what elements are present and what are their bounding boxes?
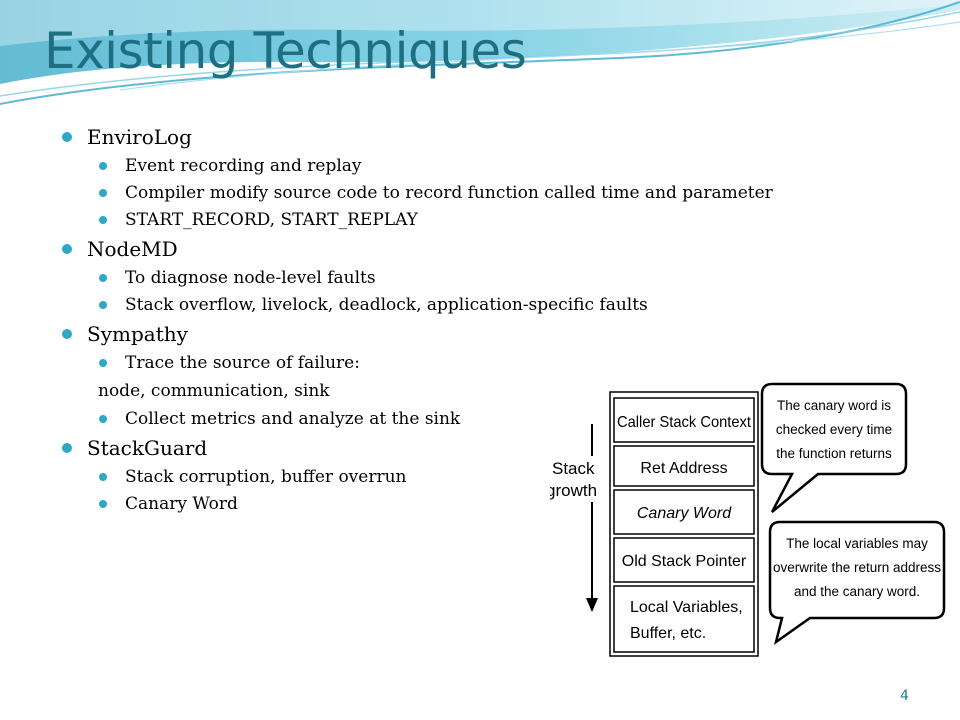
box-buffer: Buffer, etc. [630, 625, 706, 642]
sub-bullet: To diagnose node-level faults [99, 265, 842, 292]
bullet-list: EnviroLog Event recording and replay Com… [62, 122, 842, 518]
callout2-line2: overwrite the return address [773, 560, 941, 575]
callout-local-variables [768, 520, 946, 645]
callout1-line3: the function returns [776, 446, 892, 461]
callout2-line3: and the canary word. [794, 584, 920, 599]
bullet-stackguard: StackGuard [62, 433, 842, 464]
bullet-sympathy: Sympathy [62, 319, 842, 350]
sub-bullet: Compiler modify source code to record fu… [99, 180, 842, 207]
page-number: 4 [900, 688, 909, 704]
callout1-line1: The canary word is [777, 398, 891, 413]
stack-label: Stack [552, 459, 595, 478]
sub-bullet: Collect metrics and analyze at the sink [99, 406, 842, 433]
sub-bullet: Stack corruption, buffer overrun [99, 464, 842, 491]
slide-title: Existing Techniques [44, 22, 527, 80]
box-ret-address: Ret Address [640, 460, 727, 477]
callout2-line1: The local variables may [786, 536, 928, 551]
sub-bullet-continuation: node, communication, sink [98, 381, 330, 401]
sub-bullet: Canary Word [99, 491, 842, 518]
box-canary-word: Canary Word [637, 505, 732, 522]
bullet-envirolog: EnviroLog [62, 122, 842, 153]
growth-label: growth [550, 481, 597, 500]
header-wave-decoration [0, 0, 960, 105]
box-caller-stack-context: Caller Stack Context [617, 414, 752, 431]
stack-boxes [613, 397, 755, 653]
sub-bullet: Trace the source of failure: [99, 350, 842, 377]
stackguard-diagram: Stack growth Caller Stack Context Ret Ad… [550, 376, 960, 666]
sub-bullet: Stack overflow, livelock, deadlock, appl… [99, 292, 842, 319]
bullet-nodemd: NodeMD [62, 234, 842, 265]
callout-canary-check [760, 382, 908, 513]
arrow-head-icon [586, 598, 598, 612]
box-old-stack-pointer: Old Stack Pointer [622, 553, 747, 570]
sub-bullet: START_RECORD, START_REPLAY [99, 207, 842, 234]
sub-bullet: Event recording and replay [99, 153, 842, 180]
box-local-variables: Local Variables, [630, 599, 743, 616]
callout1-line2: checked every time [776, 422, 892, 437]
